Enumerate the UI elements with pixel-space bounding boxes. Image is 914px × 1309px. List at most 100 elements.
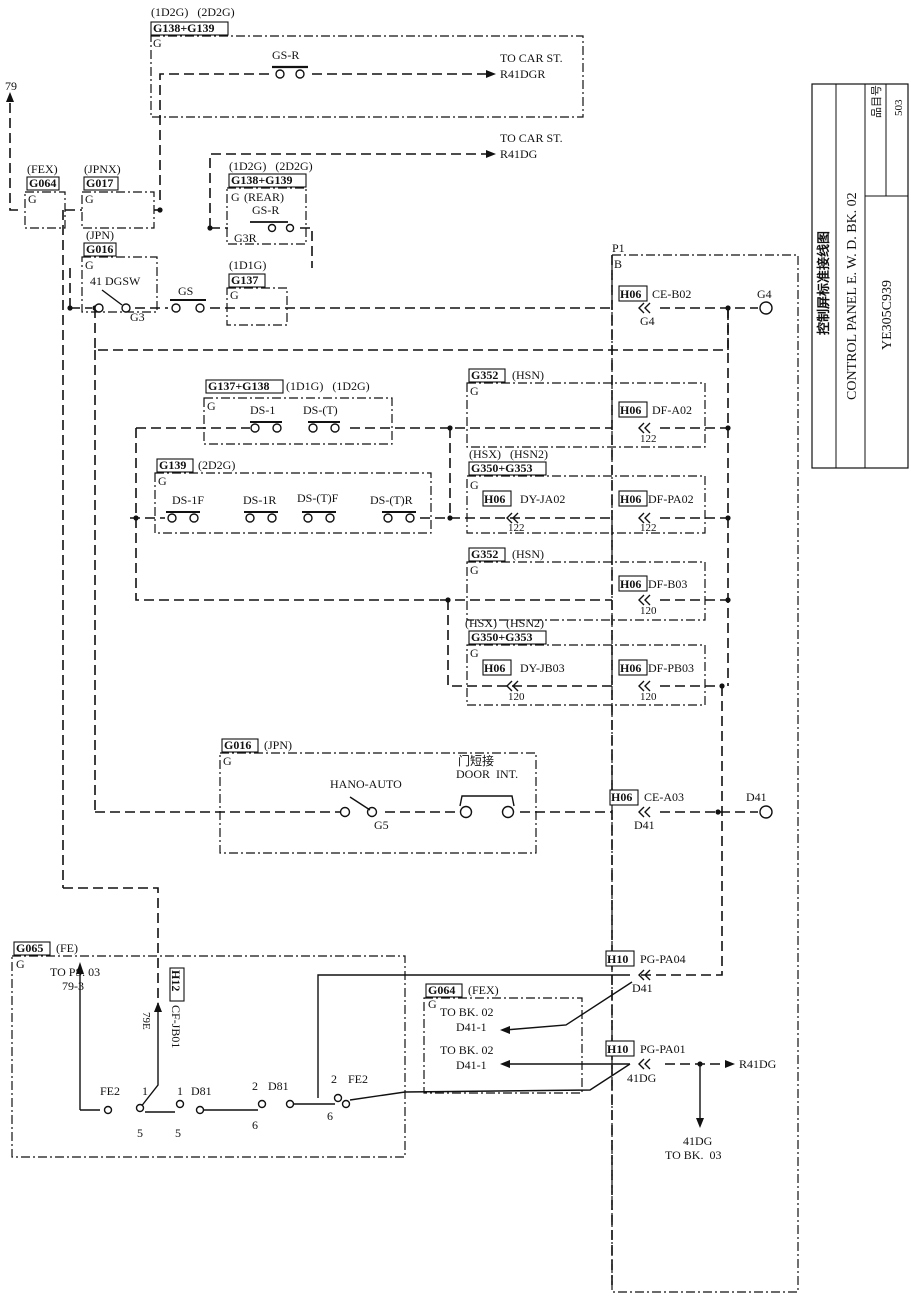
title-en: CONTROL PANEL E. W. D. BK. 02 [845,192,860,400]
label-df-pb03-tag: H06 [620,661,641,675]
label-g017-g: G [85,192,94,206]
label-g350-a: G350+G353 [471,461,533,475]
terminals [759,301,773,819]
labels: 79 (1D2G) (2D2G) G138+G139 G GS-R TO CAR… [5,5,777,1162]
label-n1-a: 1 [142,1084,148,1098]
label-dy-ja02-tag: H06 [484,492,505,506]
label-n5-a: 5 [137,1126,143,1140]
label-pg-pa04: PG-PA04 [640,952,686,966]
label-d41-1b: D41-1 [456,1058,487,1072]
label-g139: G139 [159,458,186,472]
label-g065: G065 [16,941,43,955]
label-dstf: DS-(T)F [297,491,339,505]
label-rear-codes: (1D2G) (2D2G) [229,159,313,173]
label-g016-g: G [85,258,94,272]
connector-chevrons [506,302,651,1070]
label-door-cn: 门短接 [458,753,494,768]
label-jpn-door: (JPN) [264,738,292,752]
label-g137-g: G [230,288,239,302]
label-fe2-a: FE2 [100,1084,120,1098]
label-dstr: DS-(T)R [370,493,413,507]
label-cf-jb01: CF-JB01 [169,1005,183,1048]
label-df-pa02: DF-PA02 [648,492,694,506]
label-d41-under: D41 [634,818,655,832]
label-dst: DS-(T) [303,403,338,417]
label-fex-code: (FEX) [27,162,58,176]
label-jpn-code: (JPN) [86,228,114,242]
label-to-car-2: TO CAR ST. [500,131,563,145]
item-label: 品目号 [870,85,883,118]
label-p1: P1 [612,241,625,255]
label-to-bk-2: TO BK. 02 [440,1043,493,1057]
label-fe-g: G [16,957,25,971]
label-g352-b-g: G [470,563,479,577]
label-122-c: 122 [640,522,657,534]
label-g139-g: G [158,474,167,488]
tag-boxes [13,21,648,1057]
label-jpnx-code: (JPNX) [84,162,121,176]
label-g3: G3 [130,310,145,324]
label-fex-bk: (FEX) [468,983,499,997]
label-g138-139-top: G138+G139 [153,21,215,35]
label-n5-b: 5 [175,1126,181,1140]
label-gsr-rear: GS-R [252,203,279,217]
label-ds1: DS-1 [250,403,275,417]
label-122-a: 122 [640,433,657,445]
label-ds-box-g: G [207,399,216,413]
label-g139-code: (2D2G) [198,458,235,472]
label-n6-a: 6 [252,1118,258,1132]
label-g064-fex: G064 [428,983,455,997]
junctions [67,207,731,1067]
label-g016-jpn: G016 [224,738,251,752]
label-g016-top: G016 [86,242,113,256]
label-n2-b: 2 [331,1072,337,1086]
label-g350-a-g: G [470,478,479,492]
label-hano-auto: HANO-AUTO [330,777,402,791]
label-g5: G5 [374,818,389,832]
fe-wiring [79,970,701,1120]
wiring [9,73,758,1290]
label-rear-top-codes: (1D2G) (2D2G) [151,5,235,19]
label-ce-b02-tag: H06 [620,287,641,301]
label-n2-a: 2 [252,1079,258,1093]
label-d41-end: D41 [746,790,767,804]
label-gsr-top: GS-R [272,48,299,62]
label-rear: (REAR) [244,190,284,204]
label-to-ps: TO PS. 03 [50,965,100,979]
label-120-b: 120 [508,691,525,703]
label-df-b03: DF-B03 [648,577,687,591]
label-h10-a: H10 [607,952,628,966]
title-block: 控制屏标准接线图 CONTROL PANEL E. W. D. BK. 02 Y… [811,83,909,469]
label-hsx-a: (HSX) (HSN2) [469,447,548,461]
arrows [6,70,735,1128]
label-d81-a: D81 [191,1084,212,1098]
label-g137-top: G137 [231,273,258,287]
label-41dg: 41DG [627,1071,657,1085]
label-pg-pa01: PG-PA01 [640,1042,686,1056]
label-h12: H12 [169,970,183,991]
label-gs: GS [178,284,193,298]
item-number: 503 [893,99,905,116]
label-g352-a-code: (HSN) [512,368,544,382]
label-1d1g: (1D1G) [229,258,266,272]
label-df-b03-tag: H06 [620,577,641,591]
label-to-car-1: TO CAR ST. [500,51,563,65]
label-41dg-bottom: 41DG [683,1134,713,1148]
label-dy-ja02: DY-JA02 [520,492,565,506]
label-df-a02-tag: H06 [620,403,641,417]
label-g350-b: G350+G353 [471,630,533,644]
label-g350-b-g: G [470,646,479,660]
label-n6-b: 6 [327,1109,333,1123]
label-fe2-b: FE2 [348,1072,368,1086]
label-door-g: G [223,754,232,768]
label-g064-top: G064 [29,176,56,190]
label-g4-under: G4 [640,314,655,328]
switch-contacts [94,65,515,1115]
label-r41dg: R41DG [739,1057,777,1071]
label-ce-b02: CE-B02 [652,287,691,301]
label-ds1r: DS-1R [243,493,276,507]
label-79e: 79E [140,1012,152,1030]
label-g352-b-code: (HSN) [512,547,544,561]
label-df-pa02-tag: H06 [620,492,641,506]
